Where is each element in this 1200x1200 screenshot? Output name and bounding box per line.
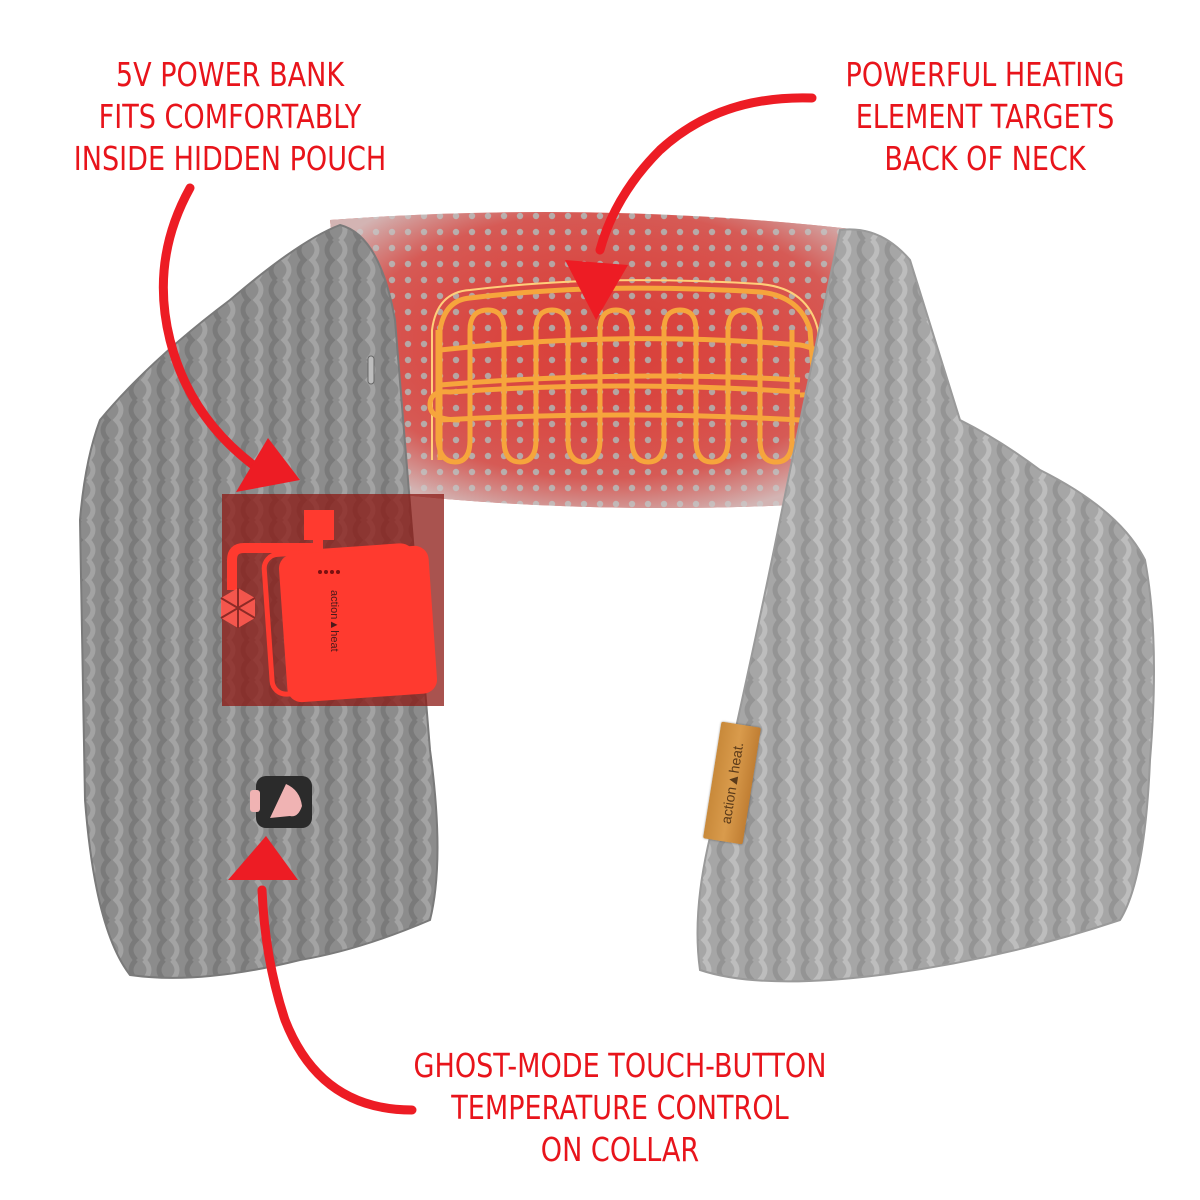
heating-coil-icon	[427, 279, 833, 465]
hidden-pouch	[220, 494, 444, 706]
callout-line: ON COLLAR	[540, 1130, 700, 1169]
heating-panel	[330, 212, 880, 508]
power-bank-icon	[227, 510, 438, 703]
callout-touch-button: GHOST-MODE TOUCH-BUTTON TEMPERATURE CONT…	[407, 1045, 833, 1171]
callout-line: INSIDE HIDDEN POUCH	[73, 139, 387, 178]
callout-line: TEMPERATURE CONTROL	[451, 1088, 789, 1127]
callout-line: BACK OF NECK	[884, 139, 1086, 178]
arrow-to-heating-element-icon	[565, 93, 817, 320]
scarf-right-panel	[696, 228, 1155, 983]
arrow-to-button-icon	[228, 836, 417, 1115]
callout-power-bank: 5V POWER BANK FITS COMFORTABLY INSIDE HI…	[58, 54, 402, 180]
zipper-pull-icon	[367, 355, 375, 385]
callout-heating-element: POWERFUL HEATING ELEMENT TARGETS BACK OF…	[813, 54, 1157, 180]
callout-line: ELEMENT TARGETS	[855, 97, 1115, 136]
touch-button-icon	[250, 776, 312, 828]
brand-tag-text: action▲heat.	[717, 741, 747, 825]
callout-line: 5V POWER BANK	[115, 55, 345, 94]
callout-line: POWERFUL HEATING	[845, 55, 1125, 94]
usb-connector-icon	[220, 588, 256, 628]
arrow-to-pouch-icon	[158, 183, 300, 492]
callout-line: GHOST-MODE TOUCH-BUTTON	[413, 1046, 827, 1085]
power-bank-brand-text: action▲heat	[328, 590, 340, 652]
callout-line: FITS COMFORTABLY	[98, 97, 362, 136]
